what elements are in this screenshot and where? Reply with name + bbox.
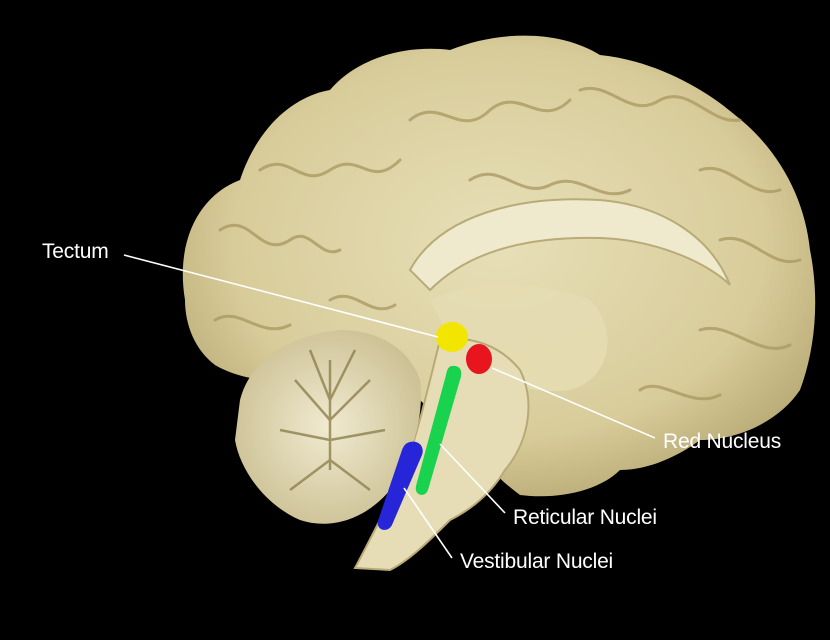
red-nucleus-leader-line	[491, 367, 656, 439]
gyri-texture	[213, 86, 802, 401]
tectum-label: Tectum	[42, 240, 109, 263]
arbor-vitae	[279, 349, 386, 491]
cerebrum-shape	[182, 35, 816, 497]
vestibular-nuclei-leader-line	[403, 487, 453, 559]
reticular-nuclei-marker	[415, 365, 462, 495]
tectum-leader-line	[123, 254, 439, 338]
red-nucleus-label: Red Nucleus	[663, 430, 782, 453]
tectum-marker	[436, 322, 468, 352]
reticular-nuclei-label: Reticular Nuclei	[513, 506, 657, 529]
vestibular-nuclei-marker	[377, 441, 423, 530]
vestibular-nuclei-label: Vestibular Nuclei	[460, 550, 614, 573]
leader-lines	[123, 254, 656, 559]
corpus-callosum	[408, 198, 731, 292]
reticular-nuclei-leader-line	[439, 443, 506, 514]
cerebellum-shape	[235, 330, 421, 524]
red-nucleus-marker	[466, 344, 492, 374]
